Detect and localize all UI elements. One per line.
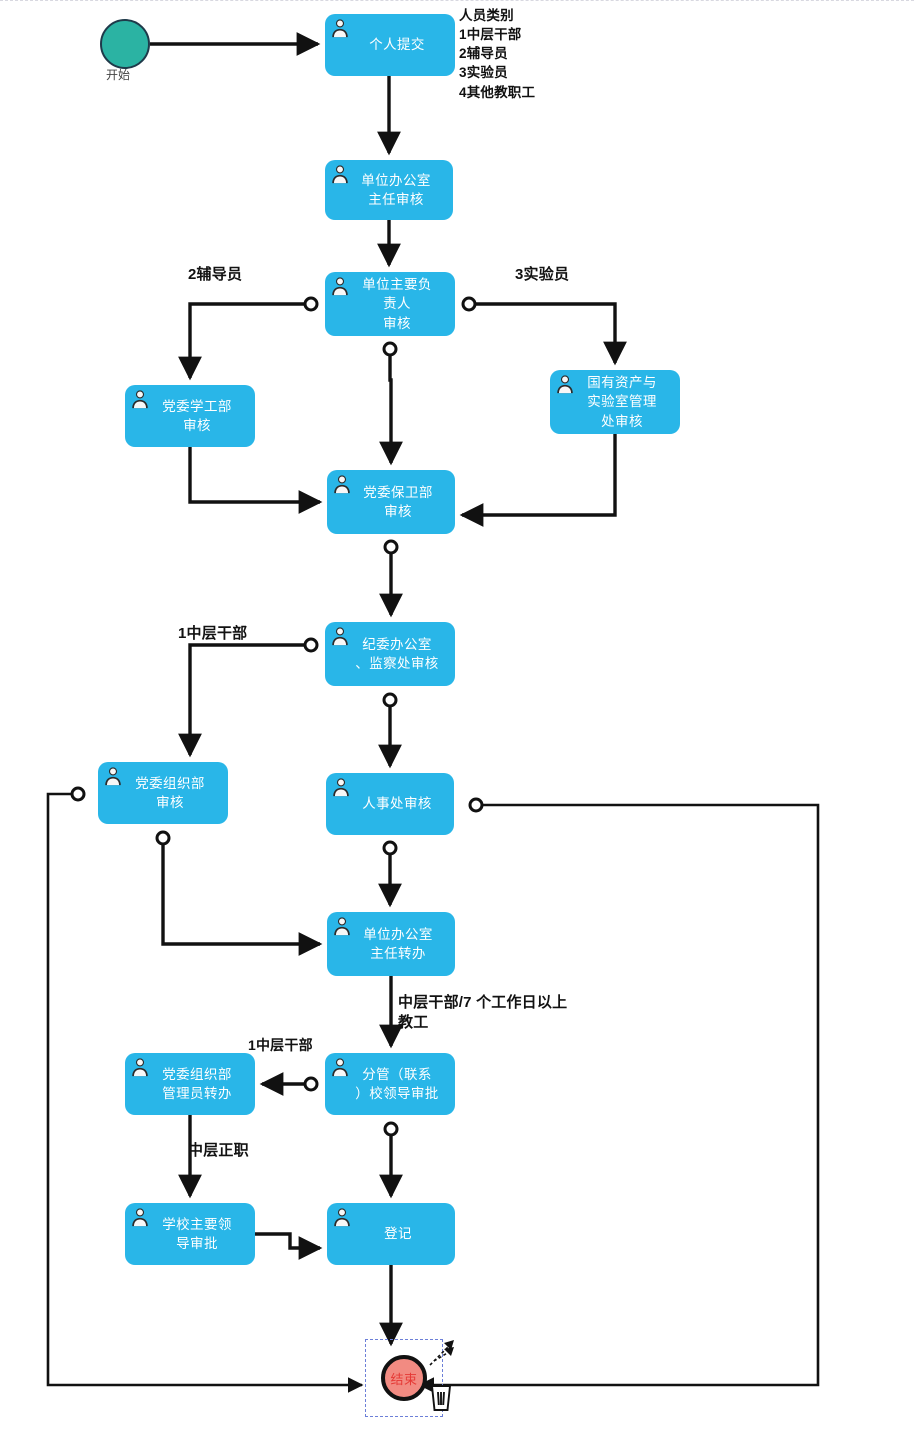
connector-arrow-icon[interactable] [424,1337,460,1371]
start-label: 开始 [106,68,131,82]
user-icon [132,1208,148,1227]
user-icon [557,375,573,394]
user-icon [332,19,348,38]
node-label: 单位办公室 主任审核 [361,172,431,207]
node-party-student-affairs-review[interactable]: 党委学工部 审核 [125,385,255,447]
node-label: 纪委办公室 、监察处审核 [355,636,439,671]
node-hr-department-review[interactable]: 人事处审核 [326,773,454,835]
end-circle-icon[interactable]: 结束 [381,1355,427,1401]
edge-label-middle-cadre-7days: 中层干部/7 个工作日以上 教工 [398,994,568,1031]
edge-school-leader-to-register [255,1232,323,1260]
node-label: 登记 [384,1226,412,1242]
user-icon [332,277,348,296]
user-icon [334,917,350,936]
node-deputy-school-leader-approve[interactable]: 分管（联系 ）校领导审批 [325,1053,455,1115]
edge-party-org-to-office-forward [161,838,323,956]
node-unit-office-director-forward[interactable]: 单位办公室 主任转办 [327,912,455,976]
node-label: 国有资产与 实验室管理 处审核 [587,375,657,429]
user-icon [334,1208,350,1227]
edge-label-lab-technician: 3实验员 [515,266,570,283]
user-icon [332,1058,348,1077]
edge-principal-to-state-assets [469,302,627,366]
user-icon [333,778,349,797]
user-icon [334,475,350,494]
node-label: 党委保卫部 审核 [363,484,433,519]
node-state-assets-lab-review[interactable]: 国有资产与 实验室管理 处审核 [550,370,680,434]
canvas-top-boundary [0,0,914,1]
user-icon [132,390,148,409]
node-label: 党委组织部 管理员转办 [162,1066,232,1101]
edge-state-assets-to-security [459,434,617,527]
edge-label-middle-cadre-2: 1中层干部 [248,1037,313,1053]
start-circle-icon[interactable] [100,19,150,69]
node-label: 党委组织部 审核 [135,775,205,810]
node-school-main-leader-approve[interactable]: 学校主要领 导审批 [125,1203,255,1265]
edge-discipline-to-party-org [178,643,311,758]
node-label: 分管（联系 ）校领导审批 [355,1066,439,1101]
edge-principal-to-security [379,350,403,466]
node-individual-submit[interactable]: 个人提交 [325,14,455,76]
node-register[interactable]: 登记 [327,1203,455,1265]
node-unit-office-director-review[interactable]: 单位办公室 主任审核 [325,160,453,220]
edge-principal-to-student-affairs [178,302,311,381]
node-label: 单位主要负 责人 审核 [362,277,432,331]
node-label: 单位办公室 主任转办 [363,926,433,961]
node-label: 人事处审核 [362,796,432,812]
node-party-security-review[interactable]: 党委保卫部 审核 [327,470,455,534]
edge-label-middle-full-post: 中层正职 [188,1142,249,1159]
edge-label-middle-cadre-1: 1中层干部 [178,625,248,642]
node-discipline-supervision-review[interactable]: 纪委办公室 、监察处审核 [325,622,455,686]
node-label: 个人提交 [369,37,425,53]
node-label: 学校主要领 导审批 [162,1216,232,1251]
node-party-organization-review[interactable]: 党委组织部 审核 [98,762,228,824]
node-party-org-admin-forward[interactable]: 党委组织部 管理员转办 [125,1053,255,1115]
person-category-legend: 人员类别 1中层干部 2辅导员 3实验员 4其他教职工 [459,8,536,100]
edge-student-affairs-to-security [188,447,323,514]
user-icon [332,165,348,184]
user-icon [332,627,348,646]
node-unit-principal-review[interactable]: 单位主要负 责人 审核 [325,272,455,336]
edge-hr-loop-to-end [418,803,820,1393]
edge-label-counselor: 2辅导员 [188,266,243,283]
user-icon [132,1058,148,1077]
node-label: 党委学工部 审核 [162,398,232,433]
end-label: 结束 [390,1371,418,1387]
user-icon [105,767,121,786]
trash-icon[interactable] [428,1382,454,1412]
